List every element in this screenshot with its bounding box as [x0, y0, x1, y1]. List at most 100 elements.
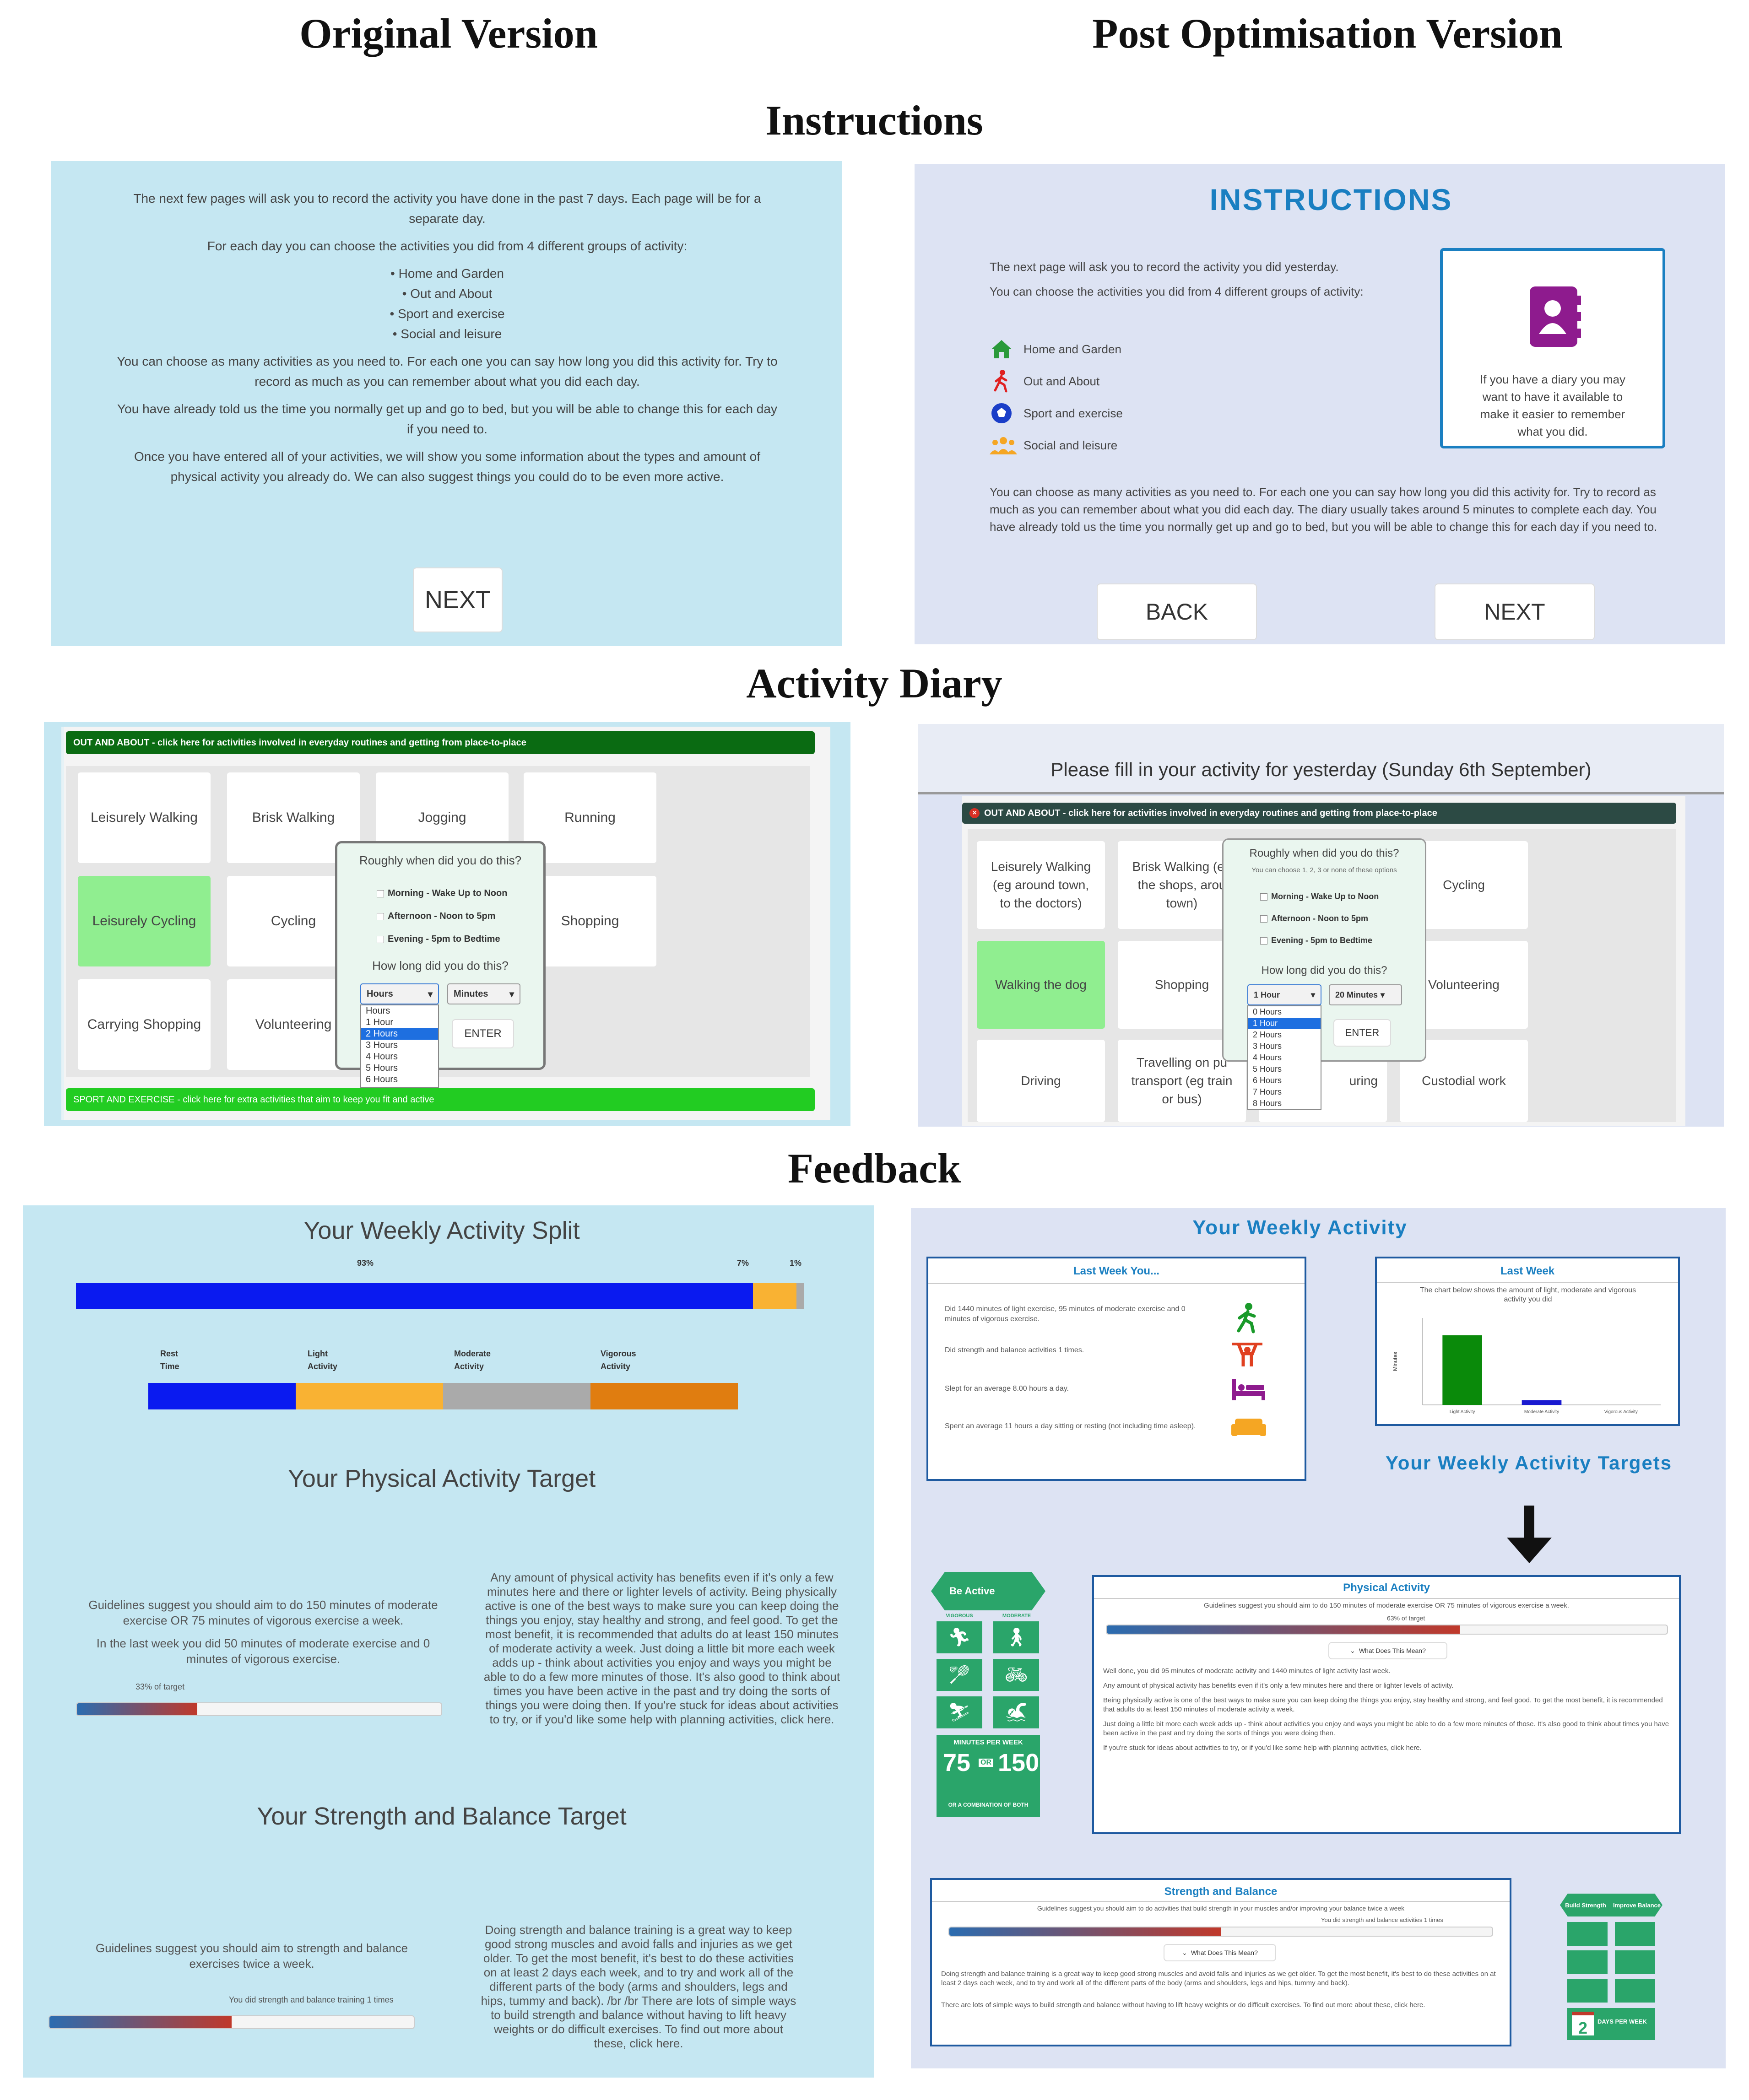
time-of-day-checkbox[interactable]: Morning - Wake Up to Noon [1260, 885, 1379, 907]
instr-post-p3: You can choose as many activities as you… [990, 485, 1657, 534]
pa-target-title: Your Physical Activity Target [287, 1465, 596, 1492]
activity-tile-selected[interactable]: Leisurely Cycling [78, 876, 211, 966]
dropdown-option[interactable]: 6 Hours [366, 1074, 398, 1085]
split-segment-light [753, 1283, 797, 1309]
diary-tip-text: If you have a diary you may want to have… [1480, 372, 1625, 438]
what-does-this-mean-button[interactable]: ⌄What Does This Mean? [1328, 1642, 1447, 1659]
pa-title: Physical Activity [1343, 1582, 1430, 1594]
dropdown-option[interactable]: 3 Hours [1253, 1042, 1282, 1051]
walking-icon: 🚶︎ [993, 1621, 1039, 1653]
activity-tile[interactable]: Shopping [524, 876, 656, 966]
chart-bar [1442, 1335, 1482, 1405]
running-icon: 🏃︎ [937, 1621, 982, 1653]
out-and-about-category-bar[interactable]: OUT AND ABOUT - click here for activitie… [66, 731, 815, 754]
strength-progress-fill [49, 2016, 232, 2028]
activity-tile[interactable]: Driving [977, 1040, 1105, 1122]
instr-orig-p2: For each day you can choose the activiti… [207, 239, 688, 253]
strength-balance-poster: Build Strength Improve Balance 2 DAYS PE… [1560, 1894, 1662, 2041]
pa-progress-label: 63% of target [1387, 1614, 1425, 1622]
hours-dropdown[interactable]: 1 Hour▾ [1247, 984, 1321, 1005]
minutes-per-week-box: MINUTES PER WEEK 75 OR 150 OR A COMBINAT… [937, 1735, 1040, 1817]
pa-text-paragraph: Being physically active is one of the be… [1103, 1696, 1663, 1713]
activity-time-popup: Roughly when did you do this? You can ch… [1222, 838, 1426, 1110]
dropdown-option[interactable]: 5 Hours [366, 1063, 398, 1073]
out-and-about-category-bar[interactable]: × OUT AND ABOUT - click here for activit… [962, 803, 1676, 824]
dropdown-option[interactable]: 5 Hours [1253, 1064, 1282, 1074]
dropdown-option[interactable]: 0 Hours [1253, 1007, 1282, 1016]
instr-orig-p1: The next few pages will ask you to recor… [133, 191, 761, 226]
minutes-dropdown[interactable]: 20 Minutes▾ [1329, 984, 1402, 1005]
back-button[interactable]: BACK [1097, 583, 1257, 640]
minutes-dropdown[interactable]: Minutes▾ [447, 983, 520, 1004]
legend-swatch-light [296, 1383, 443, 1409]
last-week-item: Spent an average 11 hours a day sitting … [945, 1422, 1196, 1430]
activity-tile[interactable]: Carrying Shopping [78, 979, 211, 1070]
swimming-icon: 🏊︎ [993, 1696, 1039, 1728]
time-of-day-checkbox[interactable]: Afternoon - Noon to 5pm [377, 905, 507, 928]
next-button[interactable]: NEXT [413, 567, 503, 632]
dropdown-option[interactable]: 6 Hours [1253, 1076, 1282, 1085]
activity-tile-selected[interactable]: Walking the dog [977, 941, 1105, 1029]
dropdown-option[interactable]: Hours [366, 1006, 390, 1016]
legend-swatches [148, 1383, 738, 1409]
time-of-day-checkbox[interactable]: Evening - 5pm to Bedtime [377, 928, 507, 950]
chart-x-tick-label: Vigorous Activity [1604, 1409, 1638, 1414]
hours-dropdown-list[interactable]: Hours 1 Hour 2 Hours 3 Hours 4 Hours 5 H… [360, 1004, 439, 1088]
dropdown-option[interactable]: 8 Hours [1253, 1099, 1282, 1108]
sb-guideline: Guidelines suggest you should aim to do … [1037, 1905, 1405, 1912]
chevron-down-icon: ▾ [1381, 990, 1385, 999]
chart-bar [1522, 1400, 1562, 1405]
activity-tile[interactable]: Leisurely Walking (eg around town, to th… [977, 841, 1105, 929]
stairs-icon: ⛷︎ [937, 1696, 982, 1728]
next-button[interactable]: NEXT [1435, 583, 1595, 640]
split-pct-label: 7% [737, 1258, 749, 1268]
hours-dropdown[interactable]: Hours▾ [360, 983, 439, 1004]
mpw-or: OR [979, 1759, 993, 1767]
pa-text-paragraph: Just doing a little bit more each week a… [1103, 1720, 1669, 1737]
mpw-150: 150 [998, 1749, 1040, 1776]
dropdown-option[interactable]: 7 Hours [1253, 1087, 1282, 1096]
sb-title: Strength and Balance [1164, 1885, 1278, 1898]
poster-moderate-label: MODERATE [1002, 1613, 1031, 1619]
sb-text-paragraph: Doing strength and balance training is a… [941, 1970, 1496, 1987]
time-of-day-checkbox[interactable]: Morning - Wake Up to Noon [377, 882, 507, 905]
last-week-chart-panel: Last Week The chart below shows the amou… [1375, 1257, 1680, 1426]
time-of-day-checkbox[interactable]: Afternoon - Noon to 5pm [1260, 907, 1379, 929]
post-optimisation-heading: Post Optimisation Version [1092, 10, 1563, 57]
hours-dropdown-list[interactable]: 0 Hours 1 Hour 2 Hours 3 Hours 4 Hours 5… [1247, 1005, 1321, 1110]
dropdown-option[interactable]: 4 Hours [1253, 1053, 1282, 1062]
chevron-down-icon: ⌄ [1182, 1949, 1187, 1956]
chevron-down-icon: ▾ [428, 989, 433, 999]
be-active-poster: Be Active VIGOROUS MODERATE 🏃︎ 🚶︎ 🏸︎ 🚲︎ … [931, 1572, 1045, 1819]
chart-panel-desc: The chart below shows the amount of ligh… [1419, 1286, 1636, 1303]
gardening-icon [1567, 1950, 1608, 1974]
sb-progress-label: You did strength and balance activities … [1321, 1916, 1443, 1923]
sport-exercise-category-bar[interactable]: SPORT AND EXERCISE - click here for extr… [66, 1088, 815, 1111]
sb-progress-bar [948, 1927, 1493, 1937]
enter-button[interactable]: ENTER [452, 1019, 514, 1048]
activity-tile[interactable]: Leisurely Walking [78, 772, 211, 863]
close-icon[interactable]: × [969, 808, 980, 818]
pa-target-left-text2: In the last week you did 50 minutes of m… [96, 1636, 430, 1666]
badminton-icon: 🏸︎ [937, 1659, 982, 1691]
address-book-icon [1530, 286, 1581, 347]
time-of-day-checkbox[interactable]: Evening - 5pm to Bedtime [1260, 929, 1379, 951]
dropdown-option[interactable]: 1 Hour [366, 1017, 394, 1027]
pa-target-right-text: Any amount of physical activity has bene… [483, 1571, 840, 1726]
pa-progress-fill [77, 1703, 197, 1715]
what-does-this-mean-button[interactable]: ⌄What Does This Mean? [1164, 1944, 1276, 1961]
dropdown-option[interactable]: 4 Hours [366, 1052, 398, 1062]
dropdown-option[interactable]: 2 Hours [1253, 1030, 1282, 1039]
activity-tile[interactable]: Running [524, 772, 656, 863]
improve-balance-label: Improve Balance [1611, 1894, 1662, 1916]
mpw-combo: OR A COMBINATION OF BOTH [948, 1802, 1029, 1808]
dropdown-option-highlighted[interactable]: 2 Hours [361, 1028, 438, 1040]
legend-swatch-moderate [443, 1383, 590, 1409]
cycling-icon: 🚲︎ [993, 1659, 1039, 1691]
poster-vigorous-label: VIGOROUS [946, 1613, 973, 1619]
pa-progress-fill [1107, 1625, 1460, 1634]
enter-button[interactable]: ENTER [1333, 1019, 1391, 1047]
dropdown-option[interactable]: 3 Hours [366, 1040, 398, 1050]
dropdown-option-highlighted[interactable]: 1 Hour [1248, 1018, 1321, 1029]
